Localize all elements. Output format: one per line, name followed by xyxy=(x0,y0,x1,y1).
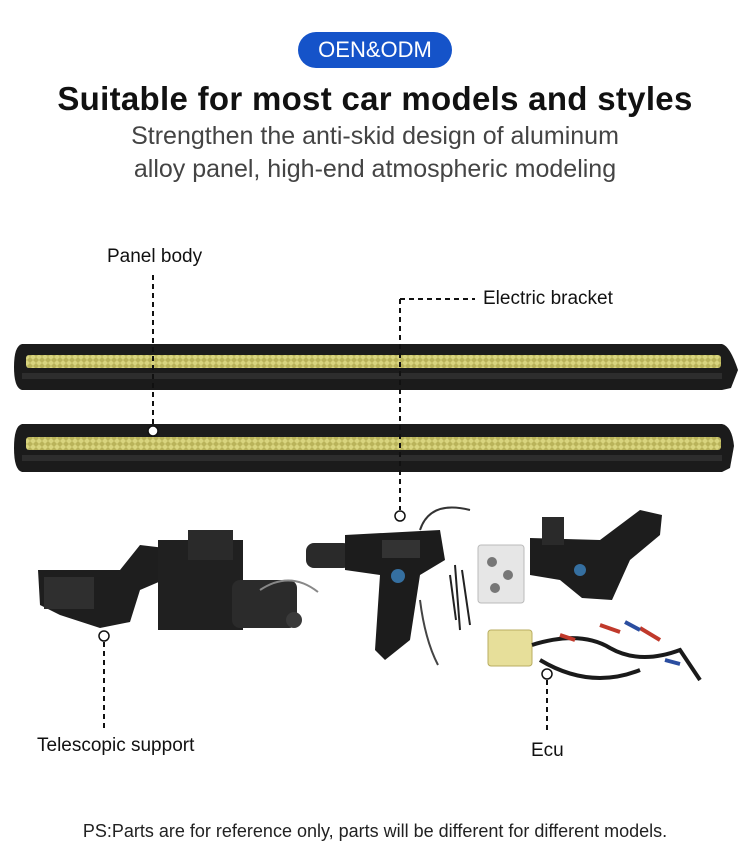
page-title: Suitable for most car models and styles xyxy=(57,80,693,117)
callout-dot-ecu xyxy=(541,668,553,680)
label-panel-body: Panel body xyxy=(107,246,203,267)
running-board-bottom xyxy=(14,424,734,472)
subtitle-line-1: Strengthen the anti-skid design of alumi… xyxy=(131,122,619,150)
electric-bracket-part xyxy=(306,506,471,666)
callout-dot-telescopic-support xyxy=(98,630,110,642)
telescopic-support-part xyxy=(38,530,319,630)
oem-odm-badge: OEN&ODM xyxy=(298,32,452,68)
callout-dot-panel-body xyxy=(147,425,159,437)
page-subtitle: Strengthen the anti-skid design of alumi… xyxy=(0,120,750,186)
label-telescopic-support: Telescopic support xyxy=(37,735,195,756)
subtitle-line-2: alloy panel, high-end atmospheric modeli… xyxy=(133,155,617,183)
callout-dot-electric-bracket xyxy=(394,510,406,522)
ecu-harness-part xyxy=(487,620,702,682)
hardware-bag xyxy=(477,544,525,604)
label-electric-bracket: Electric bracket xyxy=(483,288,613,309)
second-bracket-part xyxy=(530,510,662,600)
running-board-top xyxy=(14,344,738,390)
label-ecu: Ecu xyxy=(531,740,564,761)
footnote: PS:Parts are for reference only, parts w… xyxy=(82,821,668,841)
